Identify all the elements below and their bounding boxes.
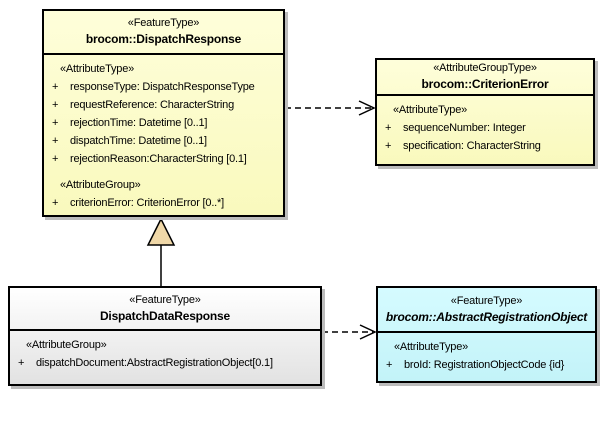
section-header-attribute-type: «AttributeType» [393,104,468,116]
attribute-text: dispatchTime: Datetime [0..1] [70,135,207,147]
attribute-row: + dispatchTime: Datetime [0..1] [52,132,279,150]
attribute-text: broId: RegistrationObjectCode {id} [404,359,565,371]
generalization-arrowhead-icon [146,217,176,246]
attribute-row: + criterionError: CriterionError [0..*] [52,194,279,212]
class-box-criterion-error: «AttributeGroupType» brocom::CriterionEr… [375,58,595,166]
class-attributes-compartment: «AttributeType» + sequenceNumber: Intege… [377,96,593,155]
section-gap [52,168,279,176]
attribute-row: + sequenceNumber: Integer [385,119,589,137]
attribute-row: + responseType: DispatchResponseType [52,78,279,96]
visibility-plus: + [52,99,59,111]
class-title-compartment: «FeatureType» brocom::DispatchResponse [44,11,283,55]
class-attributes-compartment: «AttributeType» + broId: RegistrationObj… [378,333,595,374]
attribute-text: rejectionTime: Datetime [0..1] [70,117,208,129]
class-title-compartment: «AttributeGroupType» brocom::CriterionEr… [377,60,593,96]
class-name: brocom::CriterionError [421,77,549,91]
attribute-row: + dispatchDocument:AbstractRegistrationO… [18,354,316,372]
visibility-plus: + [52,197,59,209]
class-name: brocom::AbstractRegistrationObject [385,309,588,324]
attribute-text: responseType: DispatchResponseType [70,81,255,93]
class-box-dispatch-response: «FeatureType» brocom::DispatchResponse «… [42,9,285,217]
attribute-row: + rejectionReason:CharacterString [0.1] [52,150,279,168]
section-header-attribute-type: «AttributeType» [60,63,135,75]
class-box-dispatch-data-response: «FeatureType» DispatchDataResponse «Attr… [8,286,322,386]
class-box-abstract-registration-object: «FeatureType» brocom::AbstractRegistrati… [376,286,597,383]
visibility-plus: + [18,357,25,369]
visibility-plus: + [385,122,392,134]
class-attributes-compartment: «AttributeType» + responseType: Dispatch… [44,55,283,212]
attribute-text: rejectionReason:CharacterString [0.1] [70,153,247,165]
class-title-compartment: «FeatureType» DispatchDataResponse [10,288,320,331]
visibility-plus: + [52,81,59,93]
section-header-attribute-type: «AttributeType» [394,341,469,353]
class-attributes-compartment: «AttributeGroup» + dispatchDocument:Abst… [10,331,320,372]
attribute-row: + rejectionTime: Datetime [0..1] [52,114,279,132]
attribute-row: + requestReference: CharacterString [52,96,279,114]
visibility-plus: + [52,153,59,165]
attribute-text: requestReference: CharacterString [70,99,234,111]
attribute-row: + broId: RegistrationObjectCode {id} [386,356,591,374]
visibility-plus: + [52,135,59,147]
class-title-compartment: «FeatureType» brocom::AbstractRegistrati… [378,288,595,333]
dependency-arrowhead-icon [358,100,376,116]
class-stereotype: «FeatureType» [129,293,201,306]
dependency-arrowhead-icon [359,324,377,340]
attribute-text: specification: CharacterString [403,140,541,152]
attribute-row: + specification: CharacterString [385,137,589,155]
section-header-attribute-group: «AttributeGroup» [60,179,141,191]
attribute-text: sequenceNumber: Integer [403,122,526,134]
class-name: DispatchDataResponse [99,308,231,323]
class-stereotype: «FeatureType» [127,17,200,29]
class-name: brocom::DispatchResponse [85,32,242,46]
visibility-plus: + [385,140,392,152]
visibility-plus: + [386,359,393,371]
section-header-attribute-group: «AttributeGroup» [26,339,107,351]
visibility-plus: + [52,117,59,129]
attribute-text: criterionError: CriterionError [0..*] [70,197,224,209]
class-stereotype: «FeatureType» [450,294,523,307]
class-stereotype: «AttributeGroupType» [433,62,537,74]
attribute-text: dispatchDocument:AbstractRegistrationObj… [36,357,273,369]
